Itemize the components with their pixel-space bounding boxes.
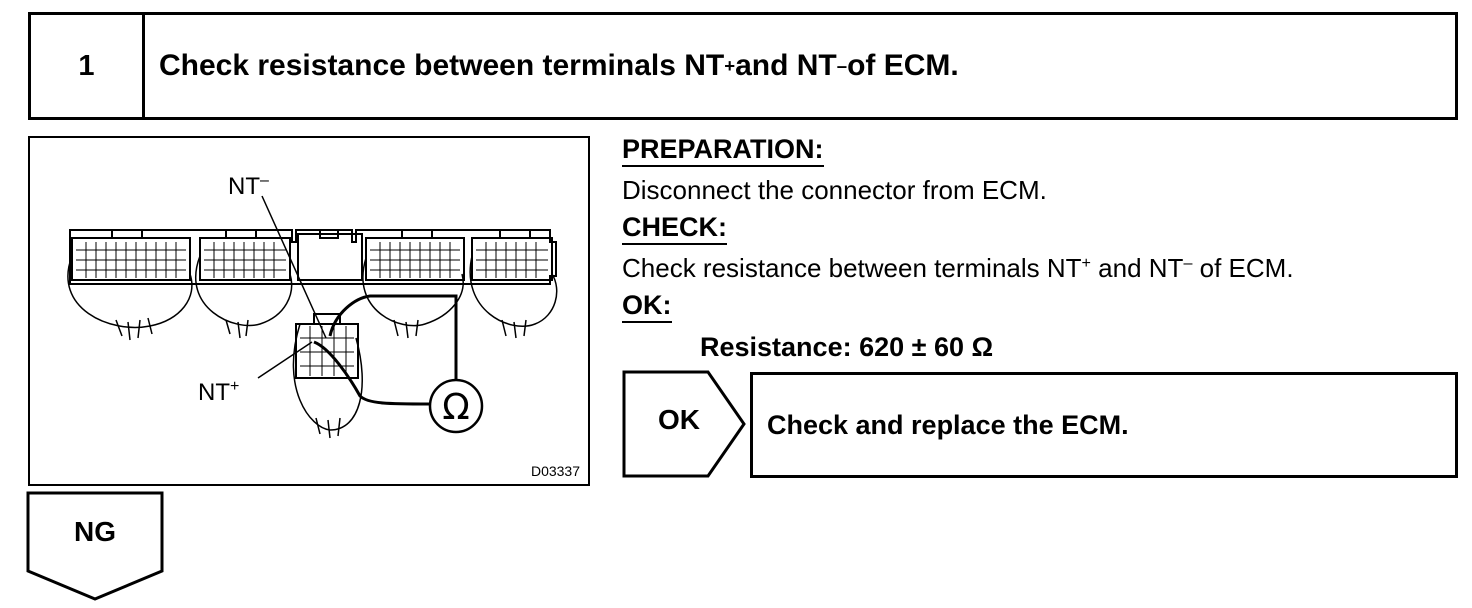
figure-code: D03337 bbox=[531, 463, 580, 479]
check-text-part: and NT bbox=[1090, 253, 1184, 283]
ohm-symbol: Ω bbox=[442, 387, 470, 428]
preparation-heading: PREPARATION: bbox=[622, 134, 824, 167]
check-text-part: of ECM. bbox=[1192, 253, 1294, 283]
check-text-sup-minus: – bbox=[1183, 254, 1193, 273]
label-nt-plus: NT+ bbox=[198, 378, 239, 406]
check-text-sup-plus: + bbox=[1081, 254, 1091, 273]
ng-branch-label: NG bbox=[74, 516, 116, 547]
ng-arrow-shape bbox=[26, 491, 164, 601]
step-number: 1 bbox=[31, 15, 145, 117]
step-header: 1 Check resistance between terminals NT+… bbox=[28, 12, 1458, 120]
connector-diagram-drawing: Ω NT– NT+ D03337 bbox=[67, 172, 580, 479]
resistance-spec: Resistance: 620 ± 60 Ω bbox=[700, 332, 994, 362]
ok-branch-label: OK bbox=[658, 404, 700, 435]
label-nt-minus: NT– bbox=[228, 172, 269, 200]
step-title: Check resistance between terminals NT+ a… bbox=[159, 49, 959, 82]
ok-branch-action: Check and replace the ECM. bbox=[750, 372, 1458, 478]
check-text: Check resistance between terminals NT+ a… bbox=[622, 253, 1294, 283]
step-title-part: Check resistance between terminals NT bbox=[159, 49, 725, 82]
check-heading: CHECK: bbox=[622, 212, 727, 245]
ok-heading: OK: bbox=[622, 290, 672, 323]
step-title-part: and NT bbox=[735, 49, 837, 82]
check-text-part: Check resistance between terminals NT bbox=[622, 253, 1082, 283]
preparation-text: Disconnect the connector from ECM. bbox=[622, 175, 1047, 205]
connector-diagram: Ω NT– NT+ D03337 bbox=[28, 136, 590, 486]
step-title-part: of ECM. bbox=[847, 49, 959, 82]
ok-arrow-shape bbox=[622, 370, 746, 478]
